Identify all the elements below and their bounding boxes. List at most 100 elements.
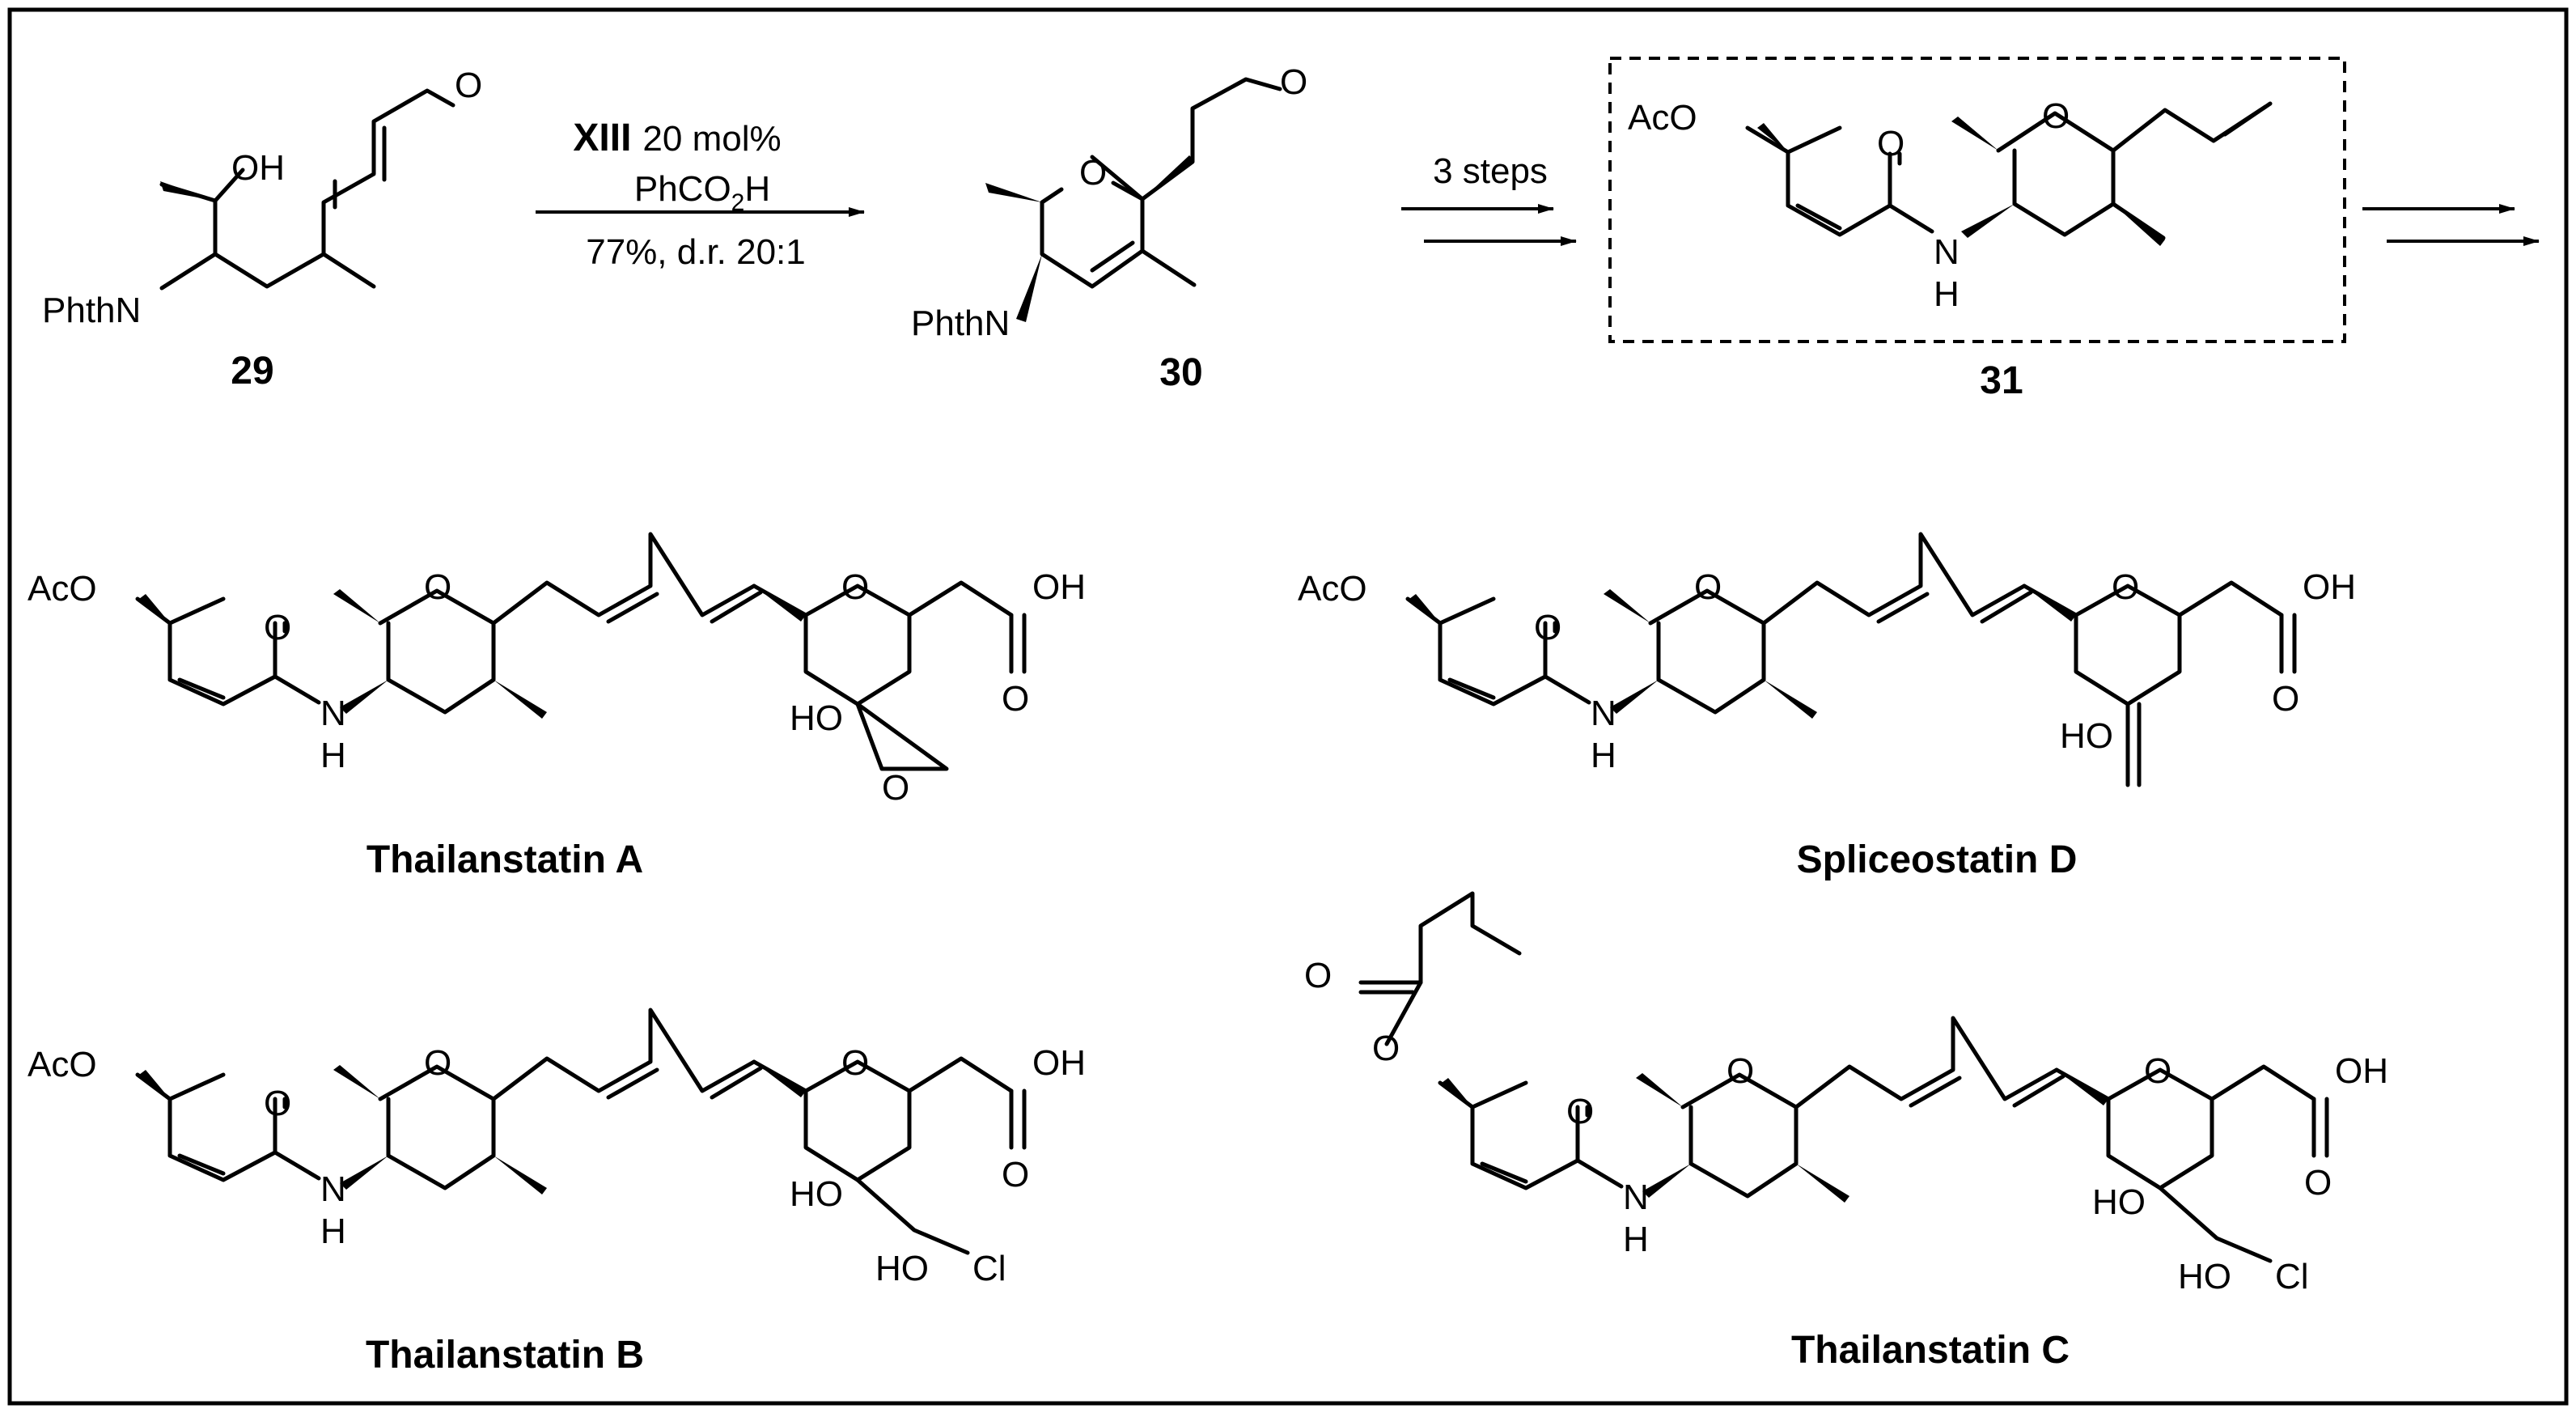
atom-label: O [264, 1084, 291, 1123]
atom-label: HO [2092, 1182, 2146, 1222]
atom-label: O [841, 1043, 869, 1083]
atom-label: O [264, 608, 291, 647]
wedge-bond [1604, 589, 1650, 623]
wedge-bond [1610, 680, 1659, 714]
atom-label: O [1566, 1092, 1594, 1131]
atom-label: O [1304, 956, 1332, 995]
atom-label: OH [1032, 1043, 1086, 1083]
atom-label: H [1591, 736, 1616, 775]
atom-label: O [1534, 608, 1561, 647]
acid-subscript: 2 [731, 189, 745, 216]
wedge-bond [139, 1070, 170, 1099]
yield-text: 77%, d.r. 20:1 [586, 232, 806, 272]
wedge-bond [754, 586, 806, 622]
atom-label: O [2112, 567, 2139, 607]
atom-label: O [424, 1043, 451, 1083]
atom-label: OH [231, 148, 285, 188]
atom-label: O [1372, 1029, 1400, 1068]
atom-label: H [320, 1211, 346, 1251]
compound-31: AcO O O N H 31 [1628, 96, 2273, 402]
atom-label: O [424, 567, 451, 607]
wedge-bond [754, 1062, 806, 1097]
atom-label: N [320, 694, 346, 733]
acid-part-a: PhCO [634, 169, 731, 209]
catalyst-name: XIII [573, 117, 631, 159]
catalyst-text: XIII 20 mol% [573, 117, 781, 159]
atom-label: AcO [28, 569, 97, 609]
compound-label-thailanstatin-b: Thailanstatin B [366, 1334, 644, 1377]
atom-label: O [1877, 124, 1904, 163]
compound-label-spliceostatin-d: Spliceostatin D [1797, 838, 2078, 881]
atom-label: HO [790, 1174, 843, 1214]
thailanstatin-c: O O O O O OH O N H HO HO Cl Thailanstati… [1304, 891, 2388, 1372]
atom-label: AcO [1298, 569, 1367, 609]
atom-label: Cl [972, 1249, 1006, 1288]
atom-label: HO [2060, 716, 2113, 756]
atom-label: O [1694, 567, 1722, 607]
compound-label-31: 31 [1980, 359, 2023, 402]
wedge-bond [2024, 586, 2076, 622]
compound-label-thailanstatin-c: Thailanstatin C [1791, 1329, 2070, 1372]
wedge-bond [2113, 204, 2165, 246]
wedge-bond [340, 680, 388, 714]
wedge-bond [1442, 1078, 1472, 1107]
atom-label: H [320, 736, 346, 775]
atom-label: H [1623, 1220, 1649, 1259]
atom-label: HO [875, 1249, 929, 1288]
wedge-bond [333, 1065, 380, 1099]
atom-label: N [320, 1169, 346, 1209]
catalyst-loading: 20 mol% [642, 119, 781, 159]
atom-label: O [1727, 1051, 1754, 1091]
compound-30: O O PhthN 30 [911, 62, 1307, 394]
wedge-bond [2057, 1070, 2108, 1105]
wedge-bond [333, 589, 380, 623]
wedge-bond [1757, 123, 1788, 152]
atom-label: N [1934, 232, 1960, 272]
wedge-bond [1642, 1164, 1691, 1198]
wedge-bond [494, 680, 547, 719]
atom-label: O [455, 66, 482, 105]
atom-label: O [882, 768, 909, 808]
steps-text: 3 steps [1433, 151, 1548, 191]
atom-label: OH [2303, 567, 2356, 607]
atom-label: O [841, 567, 869, 607]
three-steps-arrows: 3 steps [1401, 151, 1577, 246]
atom-label: OH [1032, 567, 1086, 607]
compound-label-30: 30 [1159, 351, 1202, 394]
acid-text: PhCO2H [634, 169, 770, 216]
atom-label: O [1280, 62, 1307, 102]
atom-label: O [2042, 96, 2070, 136]
atom-label: O [1079, 153, 1107, 193]
compound-29: OH PhthN O 29 [42, 66, 482, 392]
wedge-bond [1796, 1164, 1849, 1203]
outer-frame [7, 7, 2569, 1406]
wedge-bond [139, 594, 170, 623]
atom-label: PhthN [42, 291, 141, 330]
atom-label: N [1623, 1178, 1649, 1217]
wedge-bond [1409, 594, 1440, 623]
wedge-bond [1636, 1073, 1683, 1107]
atom-label: AcO [1628, 98, 1697, 138]
atom-label: N [1591, 694, 1616, 733]
acid-part-b: H [744, 169, 770, 209]
atom-label: O [2304, 1163, 2332, 1203]
atom-label: O [2272, 679, 2299, 719]
wedge-bond [1142, 155, 1194, 199]
atom-label: AcO [28, 1045, 97, 1084]
atom-label: O [1002, 1155, 1029, 1194]
atom-label: Cl [2275, 1257, 2309, 1296]
spliceostatin-d: AcO O O O OH O N H HO Spliceostatin D [1298, 532, 2356, 881]
wedge-bond [1016, 254, 1042, 322]
reaction-conditions: XIII 20 mol% PhCO2H 77%, d.r. 20:1 [536, 117, 865, 272]
atom-label: HO [790, 698, 843, 738]
wedge-bond [1764, 680, 1817, 719]
atom-label: O [2144, 1051, 2171, 1091]
compound-label-thailanstatin-a: Thailanstatin A [366, 838, 643, 881]
atom-label: H [1934, 274, 1960, 314]
wedge-bond [1961, 204, 2015, 238]
wedge-bond [985, 183, 1042, 202]
thailanstatin-b: AcO O O O OH O N H HO HO Cl Thailanstati… [28, 1008, 1086, 1377]
compound-label-29: 29 [231, 350, 273, 392]
wedge-bond [494, 1156, 547, 1194]
thailanstatin-a: AcO O O O OH O N H HO O Thailanstatin A [28, 532, 1086, 881]
